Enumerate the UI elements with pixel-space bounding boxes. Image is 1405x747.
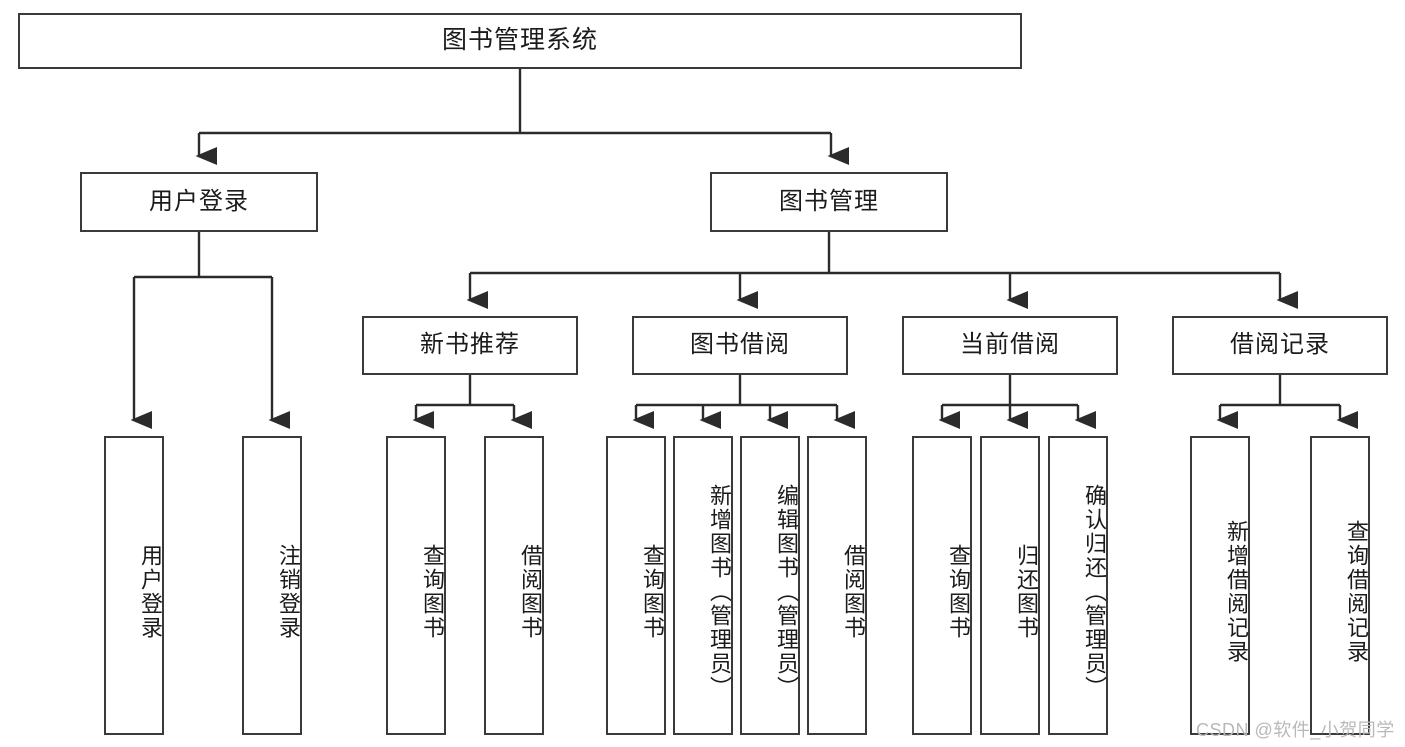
csdn-watermark: CSDN @软件_小贺同学	[1196, 720, 1395, 740]
leaf-confirm-return-admin[interactable]: 确认归还（管理员）	[1048, 436, 1108, 735]
leaf-add-borrow-record-label: 新增借阅记录	[1224, 519, 1249, 664]
leaf-borrow-book-newbook[interactable]: 借阅图书	[484, 436, 544, 735]
node-root[interactable]: 图书管理系统	[18, 13, 1022, 69]
leaf-return-book-label: 归还图书	[1014, 543, 1039, 640]
node-root-label: 图书管理系统	[441, 26, 598, 55]
leaf-query-book-current-label: 查询图书	[946, 543, 971, 640]
node-new-book-recommend-label: 新书推荐	[420, 331, 520, 359]
leaf-add-book-admin-label: 新增图书（管理员）	[707, 483, 732, 700]
leaf-edit-book-admin[interactable]: 编辑图书（管理员）	[740, 436, 800, 735]
node-current-borrow-label: 当前借阅	[960, 331, 1060, 359]
leaf-query-book-current[interactable]: 查询图书	[912, 436, 972, 735]
node-borrow-record[interactable]: 借阅记录	[1172, 316, 1388, 375]
leaf-logout[interactable]: 注销登录	[242, 436, 302, 735]
leaf-borrow-book-newbook-label: 借阅图书	[518, 543, 543, 640]
leaf-query-book-borrow[interactable]: 查询图书	[606, 436, 666, 735]
leaf-confirm-return-admin-label: 确认归还（管理员）	[1082, 483, 1107, 700]
leaf-add-borrow-record[interactable]: 新增借阅记录	[1190, 436, 1250, 735]
leaf-query-book-newbook[interactable]: 查询图书	[386, 436, 446, 735]
node-user-login-label: 用户登录	[149, 187, 249, 215]
leaf-query-borrow-record[interactable]: 查询借阅记录	[1310, 436, 1370, 735]
leaf-edit-book-admin-label: 编辑图书（管理员）	[774, 483, 799, 700]
leaf-borrow-book-label: 借阅图书	[841, 543, 866, 640]
node-book-management[interactable]: 图书管理	[710, 172, 948, 232]
node-user-login[interactable]: 用户登录	[80, 172, 318, 232]
leaf-user-login[interactable]: 用户登录	[104, 436, 164, 735]
node-book-borrow[interactable]: 图书借阅	[632, 316, 848, 375]
leaf-return-book[interactable]: 归还图书	[980, 436, 1040, 735]
node-book-borrow-label: 图书借阅	[690, 331, 790, 359]
leaf-add-book-admin[interactable]: 新增图书（管理员）	[673, 436, 733, 735]
leaf-borrow-book[interactable]: 借阅图书	[807, 436, 867, 735]
node-borrow-record-label: 借阅记录	[1230, 331, 1330, 359]
leaf-query-book-borrow-label: 查询图书	[640, 543, 665, 640]
leaf-query-borrow-record-label: 查询借阅记录	[1344, 519, 1369, 664]
leaf-logout-label: 注销登录	[276, 543, 301, 640]
node-current-borrow[interactable]: 当前借阅	[902, 316, 1118, 375]
leaf-query-book-newbook-label: 查询图书	[420, 543, 445, 640]
node-book-management-label: 图书管理	[779, 187, 879, 215]
leaf-user-login-label: 用户登录	[138, 543, 163, 640]
node-new-book-recommend[interactable]: 新书推荐	[362, 316, 578, 375]
